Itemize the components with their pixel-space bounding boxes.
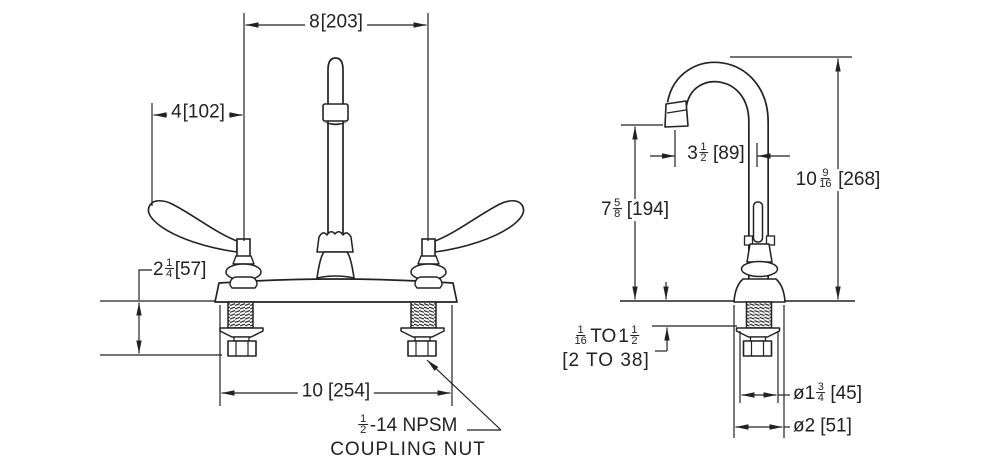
side-view (620, 61, 855, 357)
side-shank (735, 301, 781, 357)
side-gooseneck-spout (664, 61, 769, 286)
front-view (147, 57, 525, 357)
dim-label-handle-span: 4[102] (167, 102, 229, 122)
front-spout (316, 57, 355, 279)
dim-label-shank-span: 10[254] (297, 381, 375, 401)
dimension-linework (100, 13, 852, 438)
front-shank-left (219, 301, 264, 357)
dim-label-center-spread: 8[203] (305, 12, 367, 32)
side-handle-and-body (733, 201, 786, 303)
dim-label-shank-diameter: ø2[51] (793, 415, 852, 437)
front-shank-right (400, 301, 445, 357)
side-nozzle (664, 100, 689, 128)
